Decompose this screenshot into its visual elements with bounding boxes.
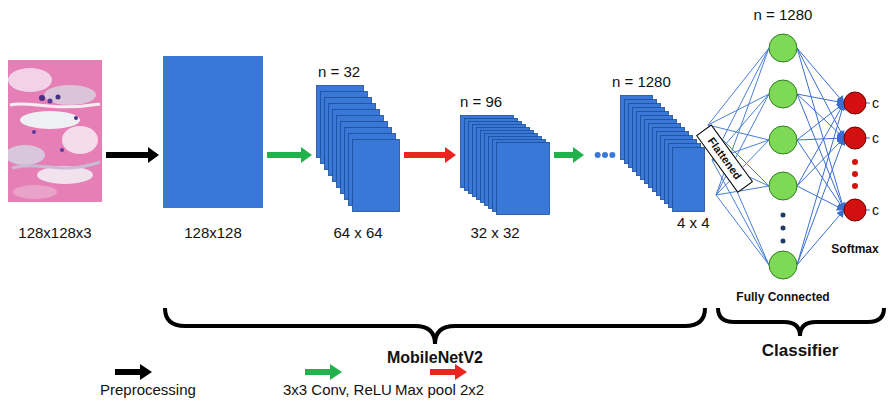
legend-arrow-black: [115, 364, 152, 380]
maxpool-arrow: [404, 147, 456, 163]
legend-arrow-green: [305, 364, 342, 380]
class-label: c: [872, 130, 879, 146]
channel-count: n = 1280: [612, 73, 671, 90]
stack-shape: [460, 115, 550, 215]
ellipsis-dot: [609, 152, 615, 158]
class-label: c: [872, 95, 879, 111]
size-label: 64 x 64: [333, 224, 382, 241]
layer-label: Fully Connected: [736, 291, 829, 305]
class-label: c: [872, 202, 879, 218]
arrow-shape: [554, 147, 584, 163]
softmax-connections: [797, 48, 844, 265]
size-label: 128x128: [184, 224, 242, 241]
softmax-neurons: [844, 92, 866, 221]
preprocessing-arrow: [106, 147, 159, 163]
legend-text: Preprocessing: [100, 381, 196, 398]
arrow-shape: [267, 147, 312, 163]
feature-channel: [353, 140, 400, 212]
channel-count: n = 32: [318, 63, 360, 80]
feature-channel: [497, 143, 550, 215]
input-image: 128x128x3: [8, 60, 102, 202]
size-label: 32 x 32: [470, 224, 519, 241]
feature-stack: n = 3264 x 64: [316, 85, 400, 212]
stack-shape: [316, 85, 400, 212]
classifier-brace: [718, 308, 884, 336]
channel-count: n = 96: [460, 93, 502, 110]
feature-stack: n = 9632 x 32: [460, 115, 550, 215]
tissue-image: [8, 60, 102, 202]
arrow-shape: [404, 147, 456, 163]
section-label: MobileNetV2: [387, 349, 483, 367]
size-label: 4 x 4: [677, 214, 710, 231]
conv-arrow: [554, 147, 615, 163]
neuron-count: n = 1280: [754, 6, 813, 23]
fc-neurons: [769, 34, 797, 279]
fc-ellipsis-dots: [781, 213, 786, 244]
legend-text: 3x3 Conv, ReLU: [283, 381, 392, 398]
legend-arrow-red: [430, 364, 467, 380]
ellipsis-dot: [602, 152, 608, 158]
conv-arrow: [267, 147, 312, 163]
section-label: Classifier: [762, 341, 839, 361]
mobilenet-brace: [165, 308, 705, 344]
feature-stack: n = 12804 x 4: [620, 95, 705, 212]
arrow-shape: [106, 147, 159, 163]
size-label: 128x128x3: [18, 224, 91, 241]
softmax-ellipsis-dots: [852, 159, 858, 189]
feature-map: 128x128: [163, 56, 263, 208]
layer-label: Softmax: [831, 243, 878, 257]
flatten-label: Flattened: [704, 134, 743, 181]
stack-shape: [620, 95, 705, 212]
output-ticks: [866, 103, 870, 210]
feature-channel: [673, 148, 705, 212]
legend-text: Max pool 2x2: [395, 381, 484, 398]
ellipsis-dot: [595, 152, 601, 158]
